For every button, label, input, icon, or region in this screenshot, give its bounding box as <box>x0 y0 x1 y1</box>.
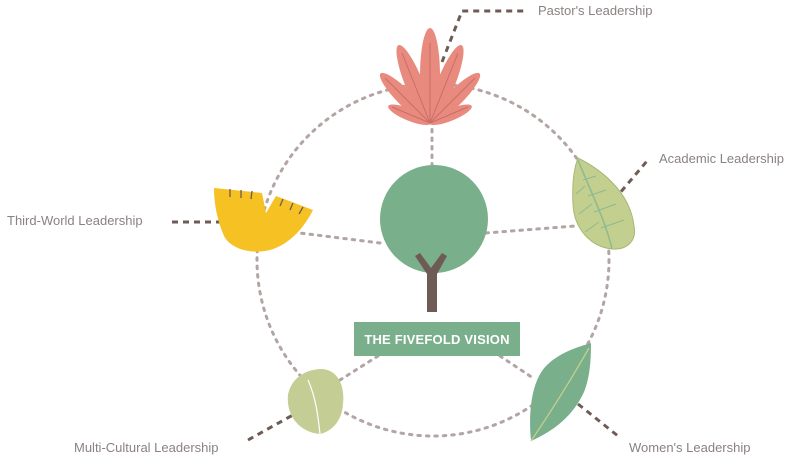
academic-leaf-icon <box>572 157 636 250</box>
leader-women <box>577 402 619 438</box>
label-womens-leadership: Women's Leadership <box>629 440 751 455</box>
diagram-title: THE FIVEFOLD VISION <box>364 331 510 347</box>
label-multi-cultural-leadership: Multi-Cultural Leadership <box>74 440 219 455</box>
women-leaf-icon <box>530 343 591 442</box>
leader-multi-cultural <box>247 409 301 442</box>
label-academic-leadership: Academic Leadership <box>659 151 785 166</box>
outer-dotted-circle <box>255 82 611 438</box>
multi-cultural-leaf-icon <box>287 369 344 435</box>
label-third-world-leadership: Third-World Leadership <box>7 213 143 228</box>
center-tree-icon <box>380 165 488 312</box>
tree-canopy <box>380 165 488 273</box>
center-spokes <box>298 122 577 382</box>
title-box: THE FIVEFOLD VISION <box>354 322 520 356</box>
pastor-leaf-icon <box>379 28 481 126</box>
tree-trunk <box>415 253 447 312</box>
leader-academic <box>612 160 649 201</box>
third-world-leaf-icon <box>214 188 313 252</box>
label-pastor-leadership: Pastor's Leadership <box>538 3 653 18</box>
